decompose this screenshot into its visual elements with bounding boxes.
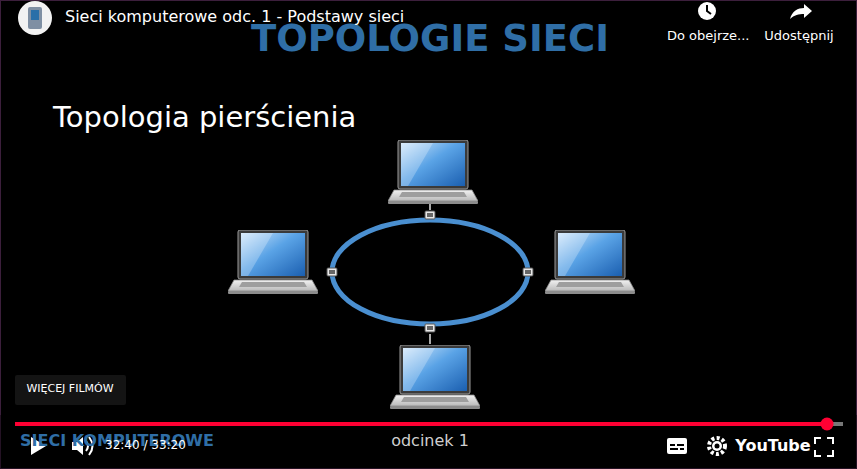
share-label: Udostępnij — [764, 29, 833, 44]
video-title: Sieci komputerowe odc. 1 - Podstawy siec… — [65, 8, 404, 26]
time-display: 32:40 / 33:20 — [105, 439, 186, 453]
slide-heading: Topologia pierścienia — [53, 101, 356, 134]
youtube-logo: YouTube — [735, 437, 810, 455]
episode-label: odcinek 1 — [391, 432, 469, 450]
watch-later-label: Do obejrze... — [667, 29, 749, 44]
more-videos-button: WIĘCEJ FILMÓW — [26, 383, 113, 396]
